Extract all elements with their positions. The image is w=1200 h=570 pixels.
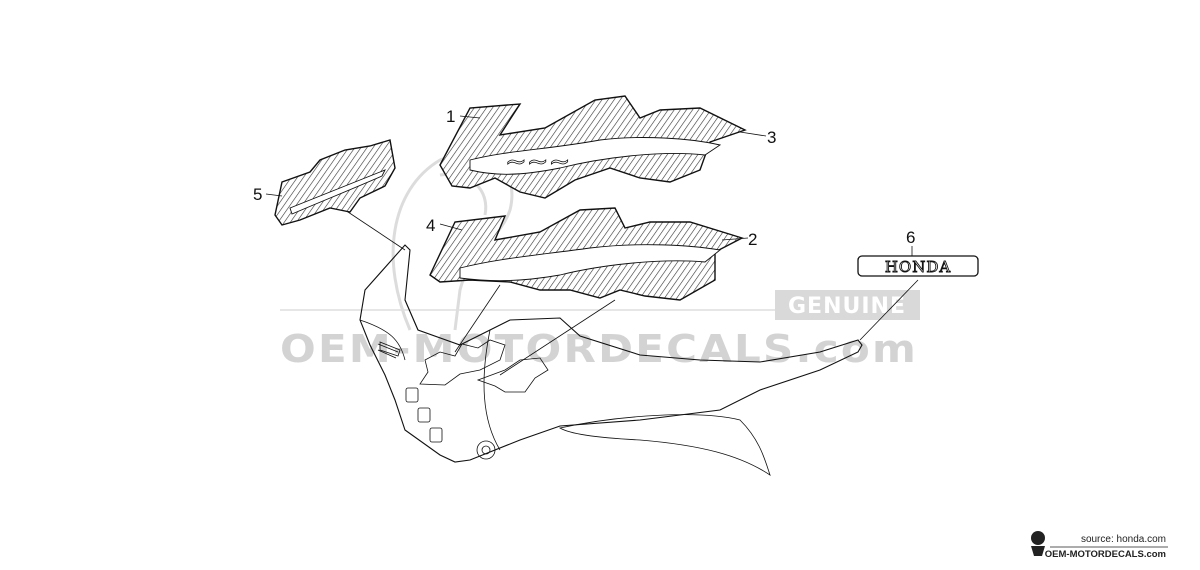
bolt-icon xyxy=(476,440,496,460)
watermark-genuine-badge xyxy=(775,290,920,320)
fairing-decal-right-position xyxy=(476,357,549,393)
decal-stripe-1: ~~~ xyxy=(439,95,747,199)
callout-3: 3 xyxy=(767,128,776,147)
decal-stripe-5 xyxy=(274,139,396,226)
honda-emblem-text: HONDA xyxy=(885,258,951,276)
fairing-body xyxy=(344,209,919,476)
vent-slot xyxy=(417,407,431,423)
honda-emblem: HONDA xyxy=(857,255,979,277)
source-text: source: honda.com xyxy=(1081,534,1166,545)
callout-2: 2 xyxy=(748,230,757,249)
source-credit: source: honda.com OEM-MOTORDECALS.com xyxy=(1031,531,1168,560)
decal-1-script: ~~~ xyxy=(505,147,570,177)
watermark-genuine-text: GENUINE xyxy=(788,294,906,319)
callout-5: 5 xyxy=(253,185,262,204)
watermark-site-text: OEM-MOTORDECALS.com xyxy=(280,327,918,371)
source-site-text: OEM-MOTORDECALS.com xyxy=(1045,549,1166,560)
callout-labels: 1 2 3 4 5 6 xyxy=(253,107,915,249)
vent-slot xyxy=(429,427,443,443)
callout-6: 6 xyxy=(906,228,915,247)
oem-logo-icon xyxy=(1031,531,1045,556)
fairing-decal-left-position xyxy=(419,339,506,386)
vent-slot xyxy=(405,387,419,403)
callout-1: 1 xyxy=(446,107,455,126)
callout-leaders xyxy=(265,115,913,256)
callout-4: 4 xyxy=(426,216,435,235)
watermark: GENUINE OEM-MOTORDECALS.com xyxy=(280,152,920,371)
decal-stripe-2 xyxy=(429,207,744,301)
